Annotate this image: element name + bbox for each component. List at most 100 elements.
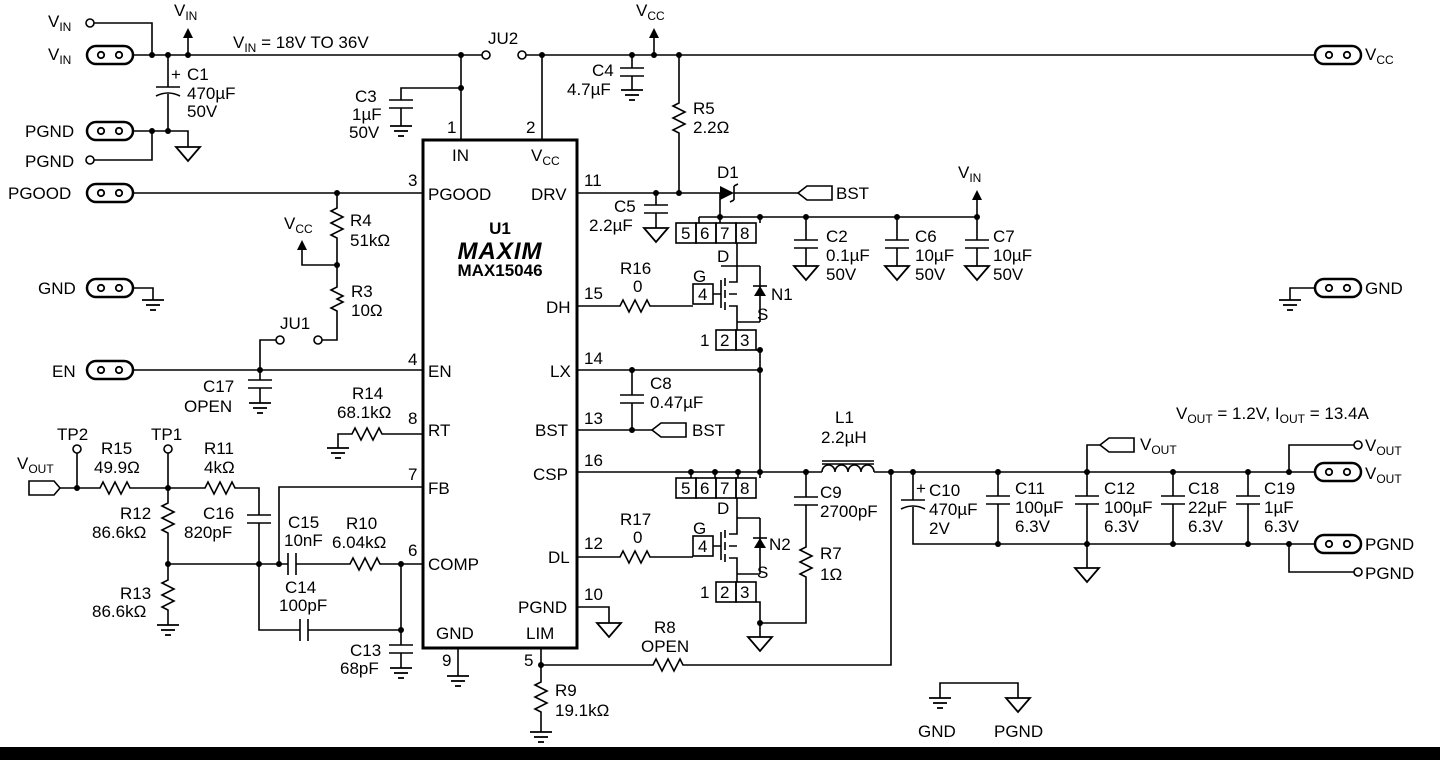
l1-ref: L1 — [835, 408, 854, 427]
pgnd-bottom-label: PGND — [994, 722, 1043, 741]
ic-body — [421, 138, 579, 650]
c2-rating: 50V — [826, 265, 857, 284]
pin-pgnd-name: PGND — [518, 598, 567, 617]
c4-ref: C4 — [592, 61, 614, 80]
c14-ref: C14 — [285, 578, 316, 597]
pin-vcc-num: 2 — [526, 118, 535, 137]
svg-text:D: D — [717, 499, 729, 518]
c8-ref: C8 — [650, 374, 672, 393]
svg-text:6: 6 — [700, 479, 709, 498]
c1-ref: C1 — [187, 65, 209, 84]
pgnd-terminal-2-label: PGND — [25, 152, 74, 171]
vout-out1-terminal — [1353, 440, 1363, 450]
pgnd-out1-jack — [1313, 533, 1363, 555]
c10-value: 470µF — [929, 500, 978, 519]
pin-bst-num: 13 — [584, 409, 603, 428]
bottom-bar — [0, 747, 1440, 760]
c2-value: 0.1µF — [826, 246, 870, 265]
tp2-label: TP2 — [57, 425, 88, 444]
c19-ref: C19 — [1264, 479, 1295, 498]
r11-value: 4kΩ — [204, 458, 235, 477]
maxim-logo: MAXIM — [458, 238, 543, 265]
r9-value: 19.1kΩ — [555, 701, 609, 720]
svg-text:5: 5 — [681, 479, 690, 498]
pin-lx-name: LX — [550, 362, 571, 381]
vout-in-label: VOUT — [17, 454, 54, 476]
svg-text:G: G — [693, 267, 706, 286]
r10-value: 6.04kΩ — [332, 533, 386, 552]
pin-dl-name: DL — [548, 548, 570, 567]
c7-rating: 50V — [993, 265, 1024, 284]
vin-arrow-label: VIN — [174, 1, 197, 23]
r3-ref: R3 — [351, 282, 373, 301]
vin-top-label: VIN — [48, 12, 71, 34]
bst-d1-port — [796, 185, 833, 201]
pgnd-out2-label: PGND — [1365, 564, 1414, 583]
r5-ref: R5 — [693, 99, 715, 118]
vin-jack-label: VIN — [48, 45, 71, 67]
c19-value: 1µF — [1264, 498, 1294, 517]
pin-rt-name: RT — [428, 421, 450, 440]
svg-text:2: 2 — [720, 331, 729, 350]
pin-csp-num: 16 — [584, 451, 603, 470]
svg-text:N1: N1 — [771, 285, 793, 304]
vin-range-label: VIN = 18V TO 36V — [233, 33, 369, 55]
svg-text:2: 2 — [720, 583, 729, 602]
pgnd-jack-1-label: PGND — [25, 122, 74, 141]
pin-dh-name: DH — [546, 298, 571, 317]
r8-ref: R8 — [654, 618, 676, 637]
r14-value: 68.1kΩ — [337, 403, 391, 422]
pin-pgnd-num: 10 — [584, 585, 603, 604]
c5-ref: C5 — [614, 197, 636, 216]
svg-text:S: S — [757, 563, 768, 582]
r4-ref: R4 — [350, 211, 372, 230]
r8-value: OPEN — [641, 637, 689, 656]
pin-rt-num: 8 — [408, 409, 417, 428]
pin-lim-num: 5 — [524, 651, 533, 670]
svg-text:3: 3 — [740, 583, 749, 602]
ju1-label: JU1 — [280, 314, 310, 333]
r9-ref: R9 — [555, 681, 577, 700]
d1-ref: D1 — [717, 163, 739, 182]
c9-ref: C9 — [820, 483, 842, 502]
vcc-right-label: VCC — [1365, 45, 1394, 67]
c6-value: 10µF — [915, 246, 954, 265]
pin-pgood-name: PGOOD — [428, 185, 491, 204]
pin-drv-num: 11 — [584, 171, 602, 190]
r13-ref: R13 — [120, 584, 151, 603]
svg-text:G: G — [693, 519, 706, 538]
r4-value: 51kΩ — [350, 231, 390, 250]
c11-value: 100µF — [1015, 498, 1064, 517]
vout-in-port — [28, 480, 62, 496]
c14-value: 100pF — [279, 596, 327, 615]
c18-rating: 6.3V — [1188, 517, 1224, 536]
c5-value: 2.2µF — [589, 216, 633, 235]
svg-text:8: 8 — [740, 479, 749, 498]
vin-jack — [85, 44, 135, 66]
gnd-right-label: GND — [1365, 279, 1403, 298]
pin-vcc-name: VCC — [531, 146, 560, 168]
svg-text:5: 5 — [681, 224, 690, 243]
c12-value: 100µF — [1104, 498, 1153, 517]
vout-bus-port — [1098, 437, 1135, 453]
tp1-terminal — [163, 444, 173, 454]
c12-rating: 6.3V — [1104, 517, 1140, 536]
vcc-right-jack — [1313, 44, 1363, 66]
c1-rating: 50V — [187, 102, 218, 121]
svg-text:7: 7 — [720, 479, 729, 498]
pin-pgood-num: 3 — [408, 171, 417, 190]
svg-text:D: D — [717, 247, 729, 266]
c7-ref: C7 — [993, 227, 1015, 246]
pin-in-num: 1 — [447, 118, 456, 137]
pgnd-jack-1 — [85, 120, 135, 142]
c8-value: 0.47µF — [650, 393, 703, 412]
en-jack — [85, 359, 135, 381]
ju1-pin-2 — [275, 335, 285, 345]
pin-in-name: IN — [452, 146, 469, 165]
c4-value: 4.7µF — [567, 80, 611, 99]
c13-value: 68pF — [340, 659, 379, 678]
pgood-jack — [85, 182, 135, 204]
bst-c8-port — [650, 422, 687, 438]
